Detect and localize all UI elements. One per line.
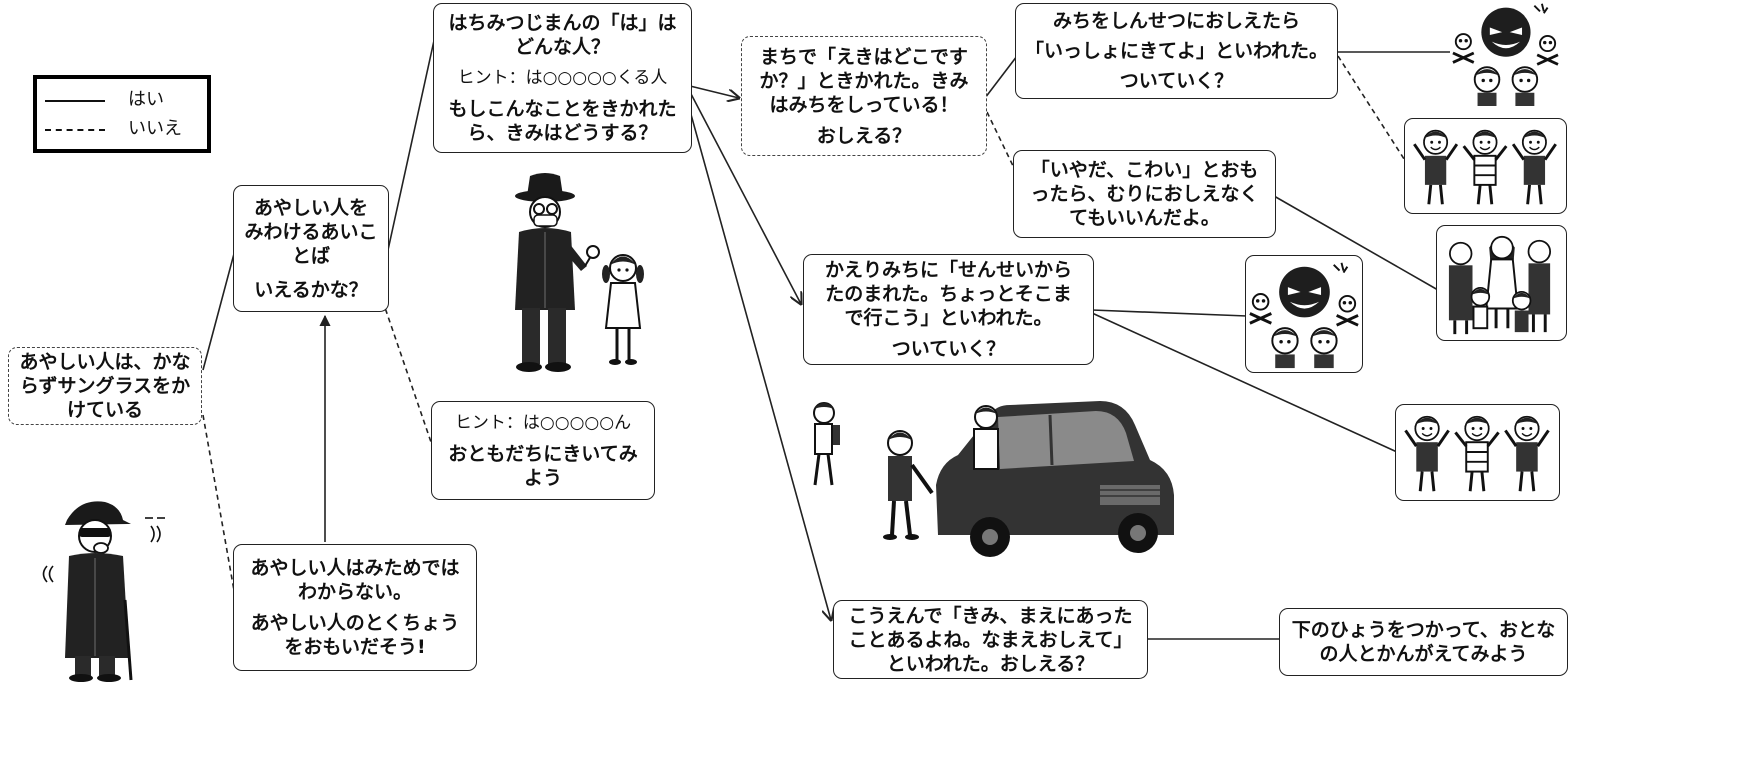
connector-hachimitsu-to-kouen-arrow	[686, 99, 831, 620]
tokuchou-prompt: あやしい人のとくちょう をおもいだそう!	[250, 612, 460, 658]
driver-figure	[973, 405, 999, 470]
legend-no-label: いいえ	[128, 118, 182, 139]
tokuchou-fact: あやしい人はみためでは わからない。	[250, 557, 460, 603]
aikotoba-box: あやしい人を みわけるあいこ とば いえるかな？	[233, 185, 389, 312]
aikotoba-question: いえるかな？	[254, 278, 368, 301]
kouen-box: こうえんで「きみ、まえにあった ことあるよね。なまえおしえて」 といわれた。おし…	[833, 600, 1148, 679]
iyada-box: 「いやだ、こわい」とおも ったら、むりにおしえなく てもいいんだよ。	[1013, 150, 1276, 238]
hyou-text: 下のひょうをつかって、おとな の人とかんがえてみよう	[1291, 619, 1556, 665]
girl-figure	[602, 254, 644, 365]
kite-scene: みちをしんせつにおしえたら 「いっしょにきてよ」といわれた。	[1024, 10, 1329, 62]
iyada-text: 「いやだ、こわい」とおも ったら、むりにおしえなく てもいいんだよ。	[1030, 159, 1259, 229]
eki-question: おしえる？	[816, 124, 912, 147]
stranger-with-children-illustration	[1245, 255, 1363, 373]
hachimitsu-prompt: もしこんなことをきかれた ら、きみはどうする？	[448, 98, 677, 144]
child-near-car-figure	[883, 430, 934, 540]
stranger-in-hat-talking-to-girl-illustration	[485, 170, 665, 385]
car-stranger-illustration	[800, 385, 1180, 560]
connector-iyada-to-family	[1273, 195, 1439, 291]
happy-kids-drawing	[1404, 415, 1550, 493]
car-figure	[936, 401, 1174, 557]
hyou-box: 下のひょうをつかって、おとな の人とかんがえてみよう	[1279, 608, 1568, 676]
claim-text: あやしい人は、かな らずサングラスをか けている	[19, 351, 191, 421]
connector-eki-to-iyada-no	[986, 111, 1016, 171]
legend-solid-line	[45, 100, 105, 102]
legend-dashed-line	[45, 129, 105, 131]
happy-kids-illustration-bottom	[1395, 404, 1560, 501]
connector-hachimitsu-to-eki-arrow	[689, 85, 739, 98]
aikotoba-title: あやしい人を みわけるあいこ とば	[244, 196, 378, 267]
eki-box: まちで「えきはどこです か？」ときかれた。きみ はみちをしっている！ おしえる？	[741, 36, 987, 156]
hachimitsu-hint: ヒント：は○○○○○くる人	[457, 68, 668, 88]
eki-scene: まちで「えきはどこです か？」ときかれた。きみ はみちをしっている！	[759, 45, 969, 116]
kite-question: ついていく？	[1119, 70, 1234, 92]
happy-kids-illustration-top	[1404, 118, 1567, 214]
hint-text: ヒント：は○○○○○ん	[454, 413, 632, 433]
connector-sensei-to-happy-kids	[1091, 312, 1398, 453]
walking-child-figure	[813, 402, 840, 486]
hint-advice: おともだちにきいてみ よう	[448, 443, 638, 489]
kite-box: みちをしんせつにおしえたら 「いっしょにきてよ」といわれた。 ついていく？	[1015, 3, 1338, 99]
connector-sensei-to-stranger-group	[1091, 309, 1248, 317]
sound-marks	[42, 517, 165, 583]
kouen-text: こうえんで「きみ、まえにあった ことあるよね。なまえおしえて」 といわれた。おし…	[848, 604, 1133, 675]
hachimitsu-question: はちみつじまんの「は」は どんな人？	[448, 12, 677, 58]
sunglasses-man-figure	[65, 501, 133, 682]
tokuchou-box: あやしい人はみためでは わからない。 あやしい人のとくちょう をおもいだそう!	[233, 544, 477, 671]
connector-claim-to-aikotoba-yes	[202, 249, 236, 371]
claim-box: あやしい人は、かな らずサングラスをか けている	[8, 347, 202, 425]
family-group-drawing	[1447, 235, 1552, 336]
connector-aikotoba-to-hint-no	[367, 257, 433, 446]
connector-hachimitsu-to-sensei-arrow	[689, 91, 801, 304]
legend-yes-label: はい	[128, 89, 164, 110]
stranger-in-hat-figure	[515, 173, 600, 372]
sunglasses-man-illustration	[35, 490, 175, 685]
connector-kite-to-happy-kids-no	[1337, 55, 1407, 163]
stranger-group-drawing	[1248, 261, 1360, 370]
sensei-question: ついていく？	[891, 338, 1006, 360]
legend: はい いいえ	[33, 75, 211, 153]
stranger-group-drawing	[1451, 2, 1560, 106]
hachimitsu-box: はちみつじまんの「は」は どんな人？ ヒント：は○○○○○くる人 もしこんなこと…	[433, 3, 692, 153]
sensei-box: かえりみちに「せんせいから たのまれた。ちょっとそこま で行こう」といわれた。 …	[803, 254, 1094, 365]
happy-kids-drawing	[1412, 129, 1558, 206]
connector-claim-to-tokuchou-no	[202, 414, 236, 597]
stranger-with-children-illustration-top	[1449, 0, 1561, 106]
sensei-scene: かえりみちに「せんせいから たのまれた。ちょっとそこま で行こう」といわれた。	[824, 259, 1072, 329]
hint-box: ヒント：は○○○○○ん おともだちにきいてみ よう	[431, 401, 655, 500]
family-group-illustration	[1436, 225, 1567, 341]
connector-eki-to-kite-yes	[984, 55, 1018, 99]
connector-aikotoba-to-hachimitsu-yes	[387, 35, 436, 251]
